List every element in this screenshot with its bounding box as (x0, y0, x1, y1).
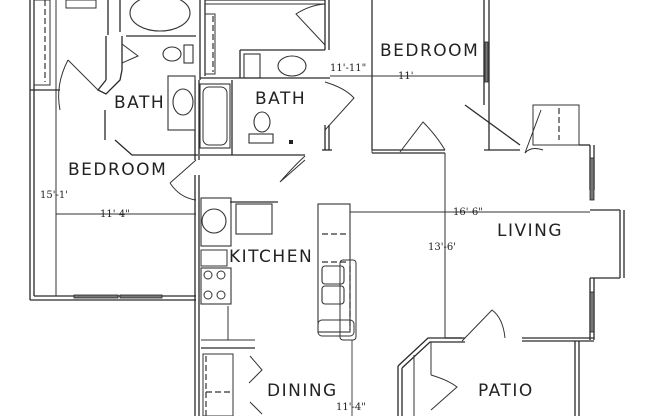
dimension-label-dining-width: 11'-4" (336, 402, 366, 413)
room-label-bath-middle: BATH (255, 89, 306, 109)
dimension-label-living-width: 16'-6" (453, 207, 483, 218)
room-label-patio: PATIO (478, 381, 534, 401)
room-label-bedroom-top: BEDROOM (380, 41, 479, 61)
room-label-kitchen: KITCHEN (229, 247, 313, 267)
dimension-label-living-depth: 13'-6' (428, 242, 456, 253)
room-label-living: LIVING (497, 221, 563, 241)
room-label-bedroom-left: BEDROOM (68, 160, 167, 180)
dimension-label-bedroom-top-b: 11' (398, 71, 413, 82)
walls (29, 0, 625, 416)
dimension-label-bedroom-left-width: 11'-4" (100, 209, 130, 220)
dimension-label-bedroom-left-depth: 15'-1' (40, 190, 68, 201)
dimension-label-bedroom-top-a: 11'-11" (330, 63, 366, 74)
dimension-lines (56, 0, 590, 416)
room-label-dining: DINING (267, 381, 338, 401)
room-label-bath-left: BATH (114, 93, 165, 113)
